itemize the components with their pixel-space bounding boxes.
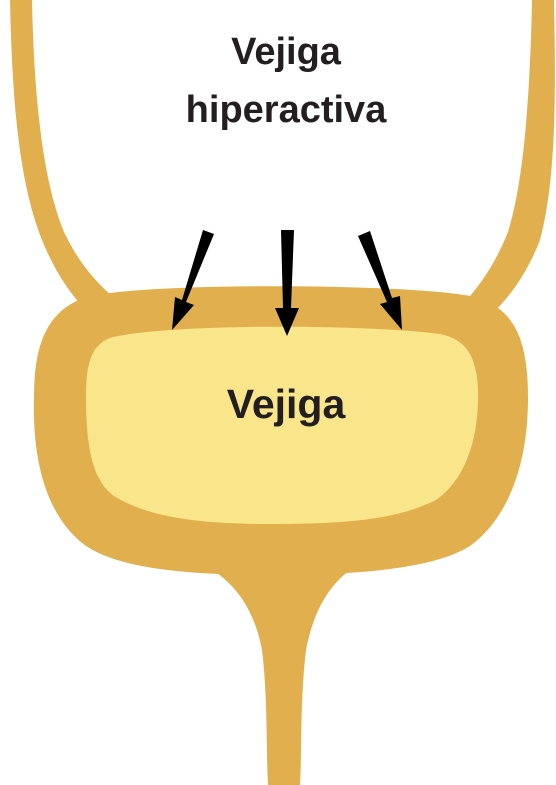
title-line-2: hiperactiva — [186, 89, 388, 131]
title-line-1: Vejiga — [231, 31, 342, 73]
urethra — [178, 555, 380, 785]
right-ureter — [470, 0, 555, 312]
left-ureter — [10, 0, 112, 310]
bladder-label: Vejiga — [227, 381, 347, 427]
